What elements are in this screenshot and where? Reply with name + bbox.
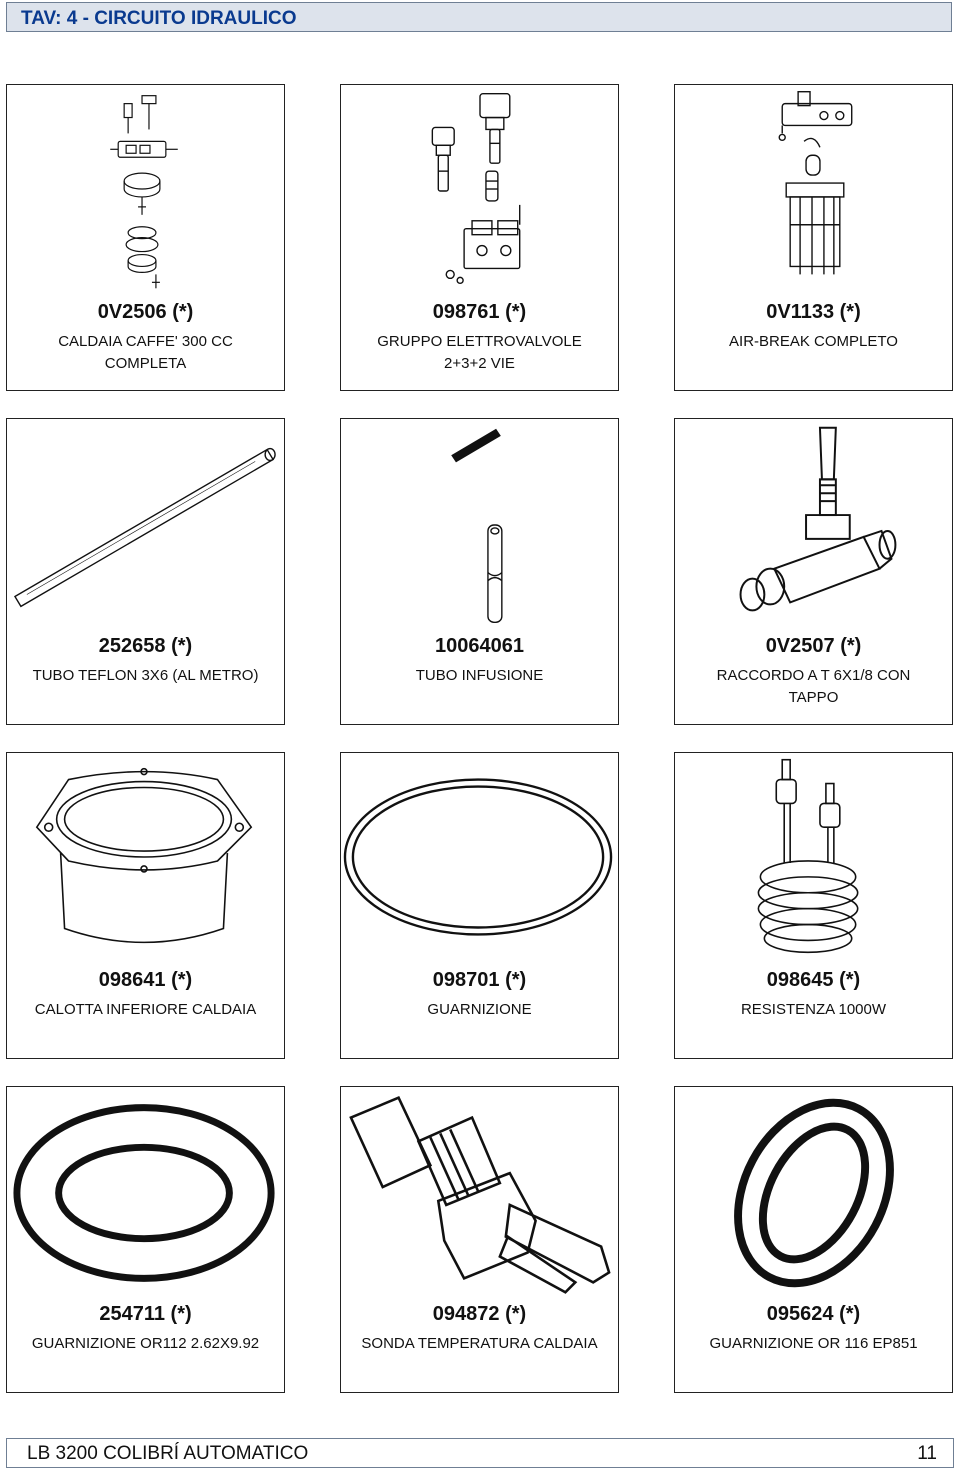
part-card: 094872 (*) SONDA TEMPERATURA CALDAIA bbox=[340, 1086, 619, 1393]
solenoid-valve-group-drawing bbox=[341, 85, 618, 295]
part-code: 0V1133 (*) bbox=[766, 301, 861, 323]
part-description: CALOTTA INFERIORE CALDAIA bbox=[34, 1001, 257, 1018]
part-code: 098761 (*) bbox=[432, 301, 527, 323]
part-code: 095624 (*) bbox=[766, 1303, 861, 1325]
part-description: TUBO TEFLON 3X6 (AL METRO) bbox=[32, 667, 259, 684]
part-code: 098641 (*) bbox=[98, 969, 193, 991]
teflon-tube-drawing bbox=[7, 419, 284, 629]
part-card: 254711 (*) GUARNIZIONE OR112 2.62X9.92 bbox=[6, 1086, 285, 1393]
part-card: 098645 (*) RESISTENZA 1000W bbox=[674, 752, 953, 1059]
o-ring-oval-drawing bbox=[675, 1087, 952, 1297]
o-ring-drawing bbox=[7, 1087, 284, 1297]
infusion-tube-drawing bbox=[341, 419, 618, 629]
part-description: GUARNIZIONE OR 116 EP851 bbox=[709, 1335, 918, 1352]
boiler-lower-cap-drawing bbox=[7, 753, 284, 963]
temperature-probe-drawing bbox=[341, 1087, 618, 1297]
document-title: LB 3200 COLIBRÍ AUTOMATICO bbox=[27, 1443, 309, 1464]
part-card: 095624 (*) GUARNIZIONE OR 116 EP851 bbox=[674, 1086, 953, 1393]
part-code: 254711 (*) bbox=[99, 1303, 192, 1325]
air-break-drawing bbox=[675, 85, 952, 295]
part-code: 10064061 bbox=[435, 635, 524, 657]
page-title: TAV: 4 - CIRCUITO IDRAULICO bbox=[21, 8, 297, 29]
t-fitting-drawing bbox=[675, 419, 952, 629]
part-card: 098641 (*) CALOTTA INFERIORE CALDAIA bbox=[6, 752, 285, 1059]
boiler-assembly-drawing bbox=[7, 85, 284, 295]
part-description: RESISTENZA 1000W bbox=[740, 1001, 887, 1018]
part-code: 098645 (*) bbox=[766, 969, 861, 991]
page-number: 11 bbox=[917, 1443, 937, 1464]
part-card: 098701 (*) GUARNIZIONE bbox=[340, 752, 619, 1059]
part-code: 0V2506 (*) bbox=[97, 301, 194, 323]
page-footer: LB 3200 COLIBRÍ AUTOMATICO 11 bbox=[6, 1438, 954, 1468]
part-description: SONDA TEMPERATURA CALDAIA bbox=[361, 1335, 598, 1352]
page-header: TAV: 4 - CIRCUITO IDRAULICO bbox=[6, 2, 952, 32]
heating-element-drawing bbox=[675, 753, 952, 963]
part-description: GUARNIZIONE OR112 2.62X9.92 bbox=[31, 1335, 260, 1352]
part-description: GUARNIZIONE bbox=[427, 1001, 532, 1018]
part-card: 252658 (*) TUBO TEFLON 3X6 (AL METRO) bbox=[6, 418, 285, 725]
part-code: 094872 (*) bbox=[432, 1303, 527, 1325]
part-card: 0V1133 (*) AIR-BREAK COMPLETO bbox=[674, 84, 953, 391]
part-description: AIR-BREAK COMPLETO bbox=[729, 333, 898, 350]
part-code: 252658 (*) bbox=[98, 635, 193, 657]
gasket-drawing bbox=[341, 753, 618, 963]
part-card: 10064061 TUBO INFUSIONE bbox=[340, 418, 619, 725]
part-code: 0V2507 (*) bbox=[765, 635, 862, 657]
part-description: TUBO INFUSIONE bbox=[415, 667, 544, 684]
part-code: 098701 (*) bbox=[432, 969, 527, 991]
